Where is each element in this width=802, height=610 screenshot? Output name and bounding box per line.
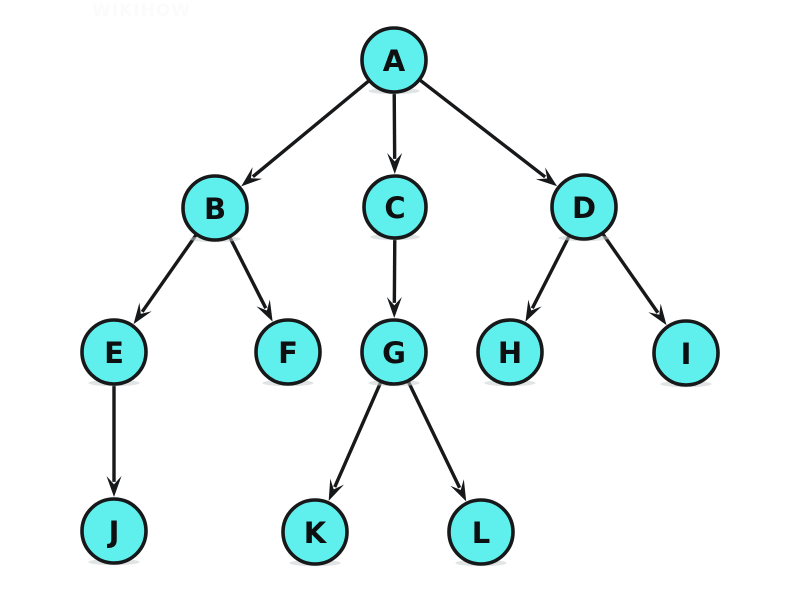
graph-edge-b-e — [140, 234, 198, 313]
node-a[interactable]: A — [360, 26, 428, 95]
arrowhead-a-c — [387, 152, 403, 175]
node-b[interactable]: B — [181, 174, 249, 243]
node-label-f: F — [278, 336, 298, 370]
arrowhead-d-h — [525, 299, 542, 322]
arrowhead-g-k — [328, 478, 344, 501]
node-circle-j[interactable] — [80, 497, 148, 565]
graph-edge-a-b — [251, 79, 370, 179]
node-label-h: H — [498, 336, 522, 370]
node-label-i: I — [681, 337, 692, 371]
node-label-j: J — [107, 515, 120, 549]
node-circle-k[interactable] — [281, 498, 349, 566]
node-circle-e[interactable] — [80, 318, 148, 386]
node-circle-g[interactable] — [360, 318, 428, 386]
node-h[interactable]: H — [476, 318, 544, 387]
arrowhead-a-d — [535, 167, 558, 187]
node-circle-c[interactable] — [362, 174, 428, 240]
graph-edge-d-i — [601, 233, 660, 314]
arrowhead-c-g — [386, 296, 402, 319]
edge-layer — [106, 78, 667, 502]
node-circle-a[interactable] — [360, 26, 428, 94]
graph-edge-b-f — [228, 236, 268, 309]
arrowhead-d-i — [648, 303, 667, 326]
node-label-k: K — [304, 516, 328, 550]
graph-edge-d-h — [530, 235, 571, 310]
node-label-a: A — [383, 44, 406, 78]
node-label-g: G — [382, 336, 406, 370]
node-e[interactable]: E — [80, 318, 148, 387]
node-i[interactable]: I — [652, 319, 720, 388]
node-label-d: D — [572, 191, 596, 225]
graph-edge-a-d — [419, 78, 547, 179]
node-circle-l[interactable] — [447, 498, 515, 566]
node-circle-i[interactable] — [652, 319, 720, 387]
node-j[interactable]: J — [80, 497, 148, 566]
node-circle-d[interactable] — [550, 173, 618, 241]
node-label-c: C — [384, 191, 405, 225]
node-f[interactable]: F — [254, 318, 322, 387]
arrowhead-b-e — [133, 302, 152, 325]
arrowhead-e-j — [106, 476, 122, 497]
node-layer: A B C D E F G H I J K L — [80, 26, 720, 567]
node-c[interactable]: C — [362, 174, 428, 241]
node-circle-b[interactable] — [181, 174, 249, 242]
arrowhead-b-f — [256, 299, 273, 322]
arrowhead-a-b — [241, 167, 263, 187]
node-k[interactable]: K — [281, 498, 349, 567]
graph-edge-g-l — [406, 380, 462, 489]
node-g[interactable]: G — [360, 318, 428, 387]
node-l[interactable]: L — [447, 498, 515, 567]
node-label-l: L — [472, 516, 490, 550]
graph-edge-g-k — [333, 381, 383, 488]
node-d[interactable]: D — [550, 173, 618, 242]
node-circle-h[interactable] — [476, 318, 544, 386]
arrowhead-g-l — [450, 479, 467, 502]
node-circle-f[interactable] — [254, 318, 322, 386]
node-label-e: E — [104, 336, 124, 370]
node-label-b: B — [204, 192, 226, 226]
